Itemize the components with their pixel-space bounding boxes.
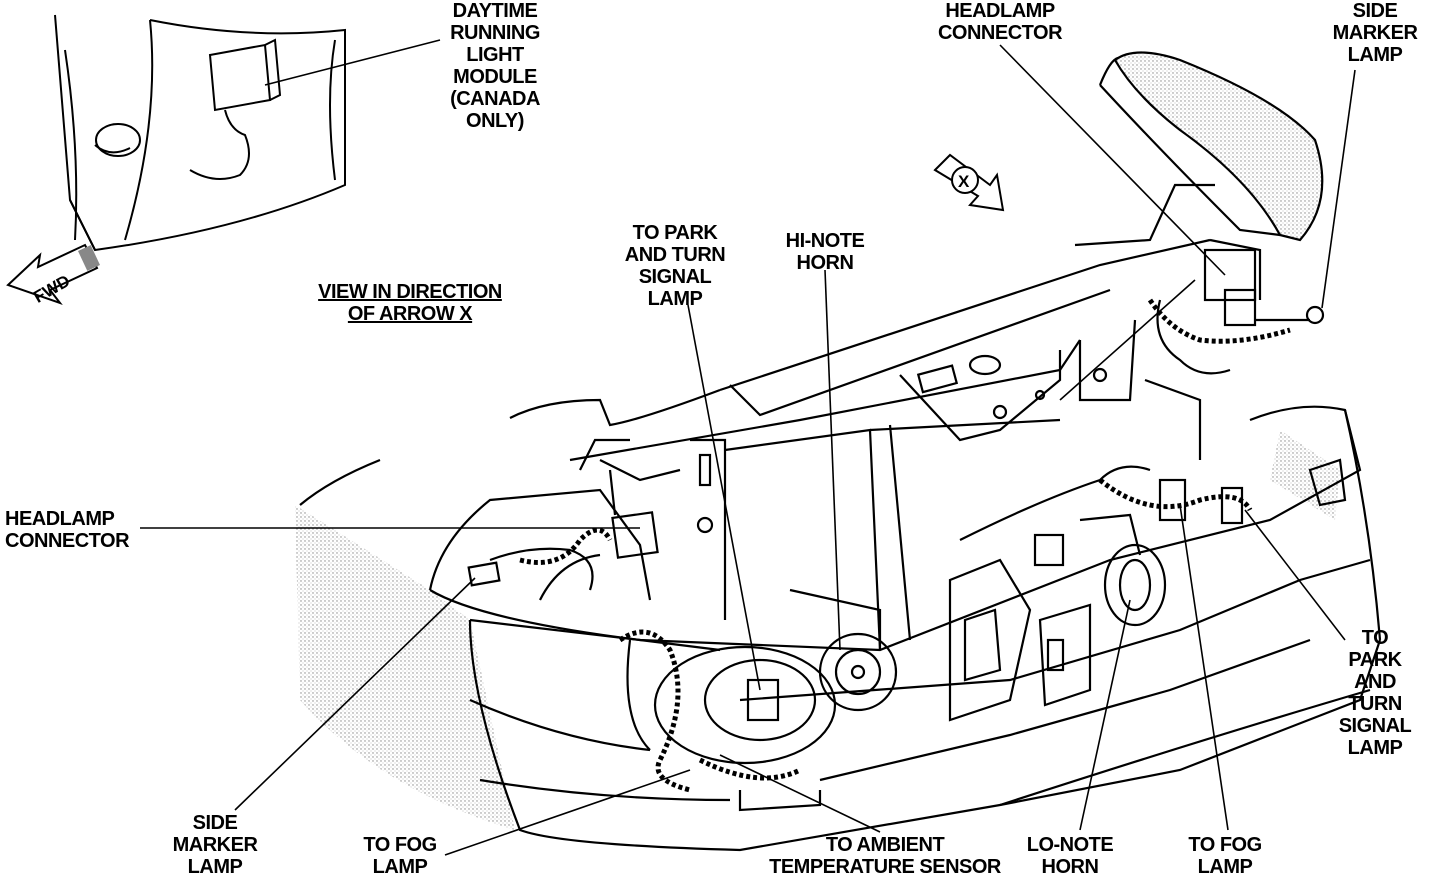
leader-ambient-sensor — [719, 754, 881, 833]
arrow-x-indicator — [933, 153, 1005, 212]
leader-lines — [140, 39, 1356, 856]
label-fog-lamp-right: TO FOG LAMP — [1188, 834, 1262, 878]
label-park-turn-right: TO PARK AND TURN SIGNAL LAMP — [1338, 627, 1412, 759]
leader-lo-note-horn — [1079, 599, 1131, 831]
front-end-assembly — [295, 51, 1382, 852]
label-fog-lamp-left: TO FOG LAMP — [363, 834, 437, 878]
label-headlamp-connector-top: HEADLAMP CONNECTOR — [937, 0, 1063, 44]
leader-fog-lamp-left — [444, 769, 691, 856]
leader-park-turn-left — [687, 304, 761, 691]
label-side-marker-top: SIDE MARKER LAMP — [1332, 0, 1418, 66]
label-hi-note-horn: HI-NOTE HORN — [785, 230, 865, 274]
label-side-marker-bottom: SIDE MARKER LAMP — [172, 812, 258, 878]
leader-park-turn-right — [1244, 509, 1346, 641]
label-view-direction: VIEW IN DIRECTION OF ARROW X — [318, 281, 502, 325]
inset-drl-view — [54, 14, 346, 252]
leader-side-marker-bottom — [234, 577, 476, 811]
leader-hi-note-horn — [824, 269, 841, 651]
leader-side-marker-top — [1321, 69, 1356, 309]
leader-headlamp-connector-top-2 — [1059, 279, 1196, 401]
arrow-x-text: X — [958, 172, 970, 191]
label-drl-module: DAYTIME RUNNING LIGHT MODULE (CANADA ONL… — [450, 0, 540, 132]
label-park-turn-left: TO PARK AND TURN SIGNAL LAMP — [624, 222, 726, 310]
drl-module-shape — [208, 43, 272, 112]
leader-fog-lamp-right — [1179, 504, 1229, 831]
label-lo-note-horn: LO-NOTE HORN — [1026, 834, 1114, 878]
leader-drl-module — [264, 39, 441, 86]
leader-headlamp-connector-top — [999, 44, 1226, 276]
label-headlamp-connector-left: HEADLAMP CONNECTOR — [5, 508, 130, 552]
label-ambient-sensor: TO AMBIENT TEMPERATURE SENSOR — [769, 834, 1001, 878]
fwd-arrow — [6, 243, 100, 306]
